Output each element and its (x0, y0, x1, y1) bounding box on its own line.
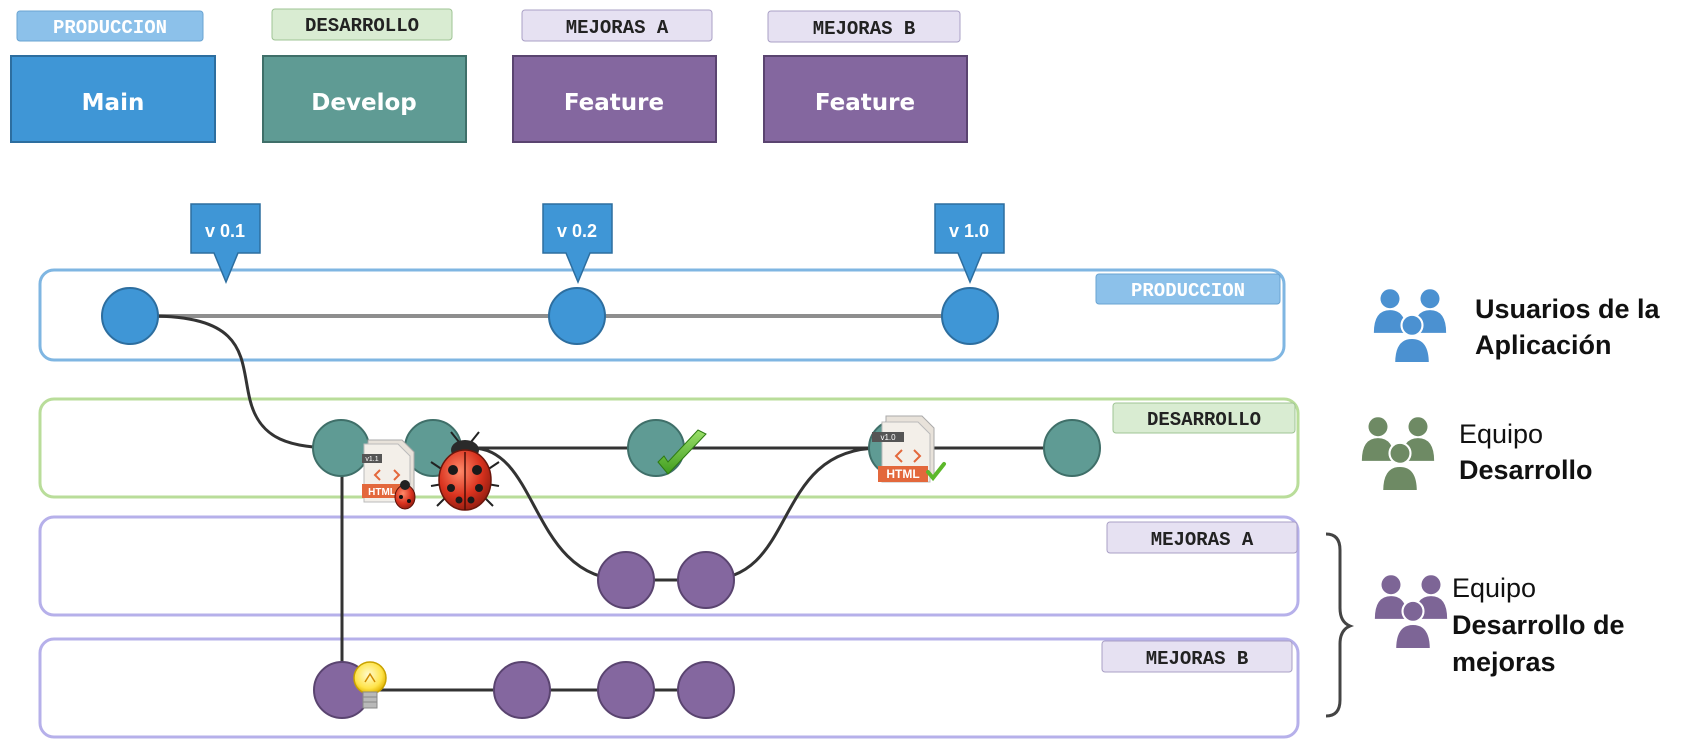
bug-icon (394, 480, 416, 510)
line-produccion-to-desarrollo (148, 314, 342, 450)
line-desarrollo-to-mejoras-a (470, 446, 628, 582)
lane-tag-desarrollo (1112, 402, 1296, 434)
legend-box-develop (262, 55, 467, 143)
lane-tag-mejoras-a (1106, 521, 1298, 554)
legend-tag-produccion-label: PRODUCCION (53, 17, 167, 39)
commit-desarrollo-3 (627, 419, 685, 477)
commit-mejoras-b-3 (597, 661, 655, 719)
html-file-icon: v1.0 HTML (872, 415, 946, 483)
version-label-v01: v 0.1 (205, 221, 245, 241)
legend-tag-mejoras-a-label: MEJORAS A (566, 17, 669, 39)
commit-produccion-3 (941, 287, 999, 345)
legend-tag-mejoras-a (521, 9, 713, 42)
file-type-label-2: HTML (886, 467, 919, 481)
lane-tag-produccion-label: PRODUCCION (1131, 280, 1245, 302)
version-flag-v02: v 0.2 (542, 203, 613, 284)
lane-tag-mejoras-b-label: MEJORAS B (1146, 648, 1249, 670)
people-icon (1374, 575, 1448, 651)
legend-produccion: PRODUCCION Main (10, 10, 216, 143)
commit-mejoras-b-2 (493, 661, 551, 719)
commit-produccion-1 (101, 287, 159, 345)
lane-desarrollo (38, 397, 1300, 499)
branch-lines (128, 314, 1074, 692)
file-badge-v11: v1.1 (365, 456, 378, 463)
version-label-v10: v 1.0 (949, 221, 989, 241)
version-flag-v01: v 0.1 (190, 203, 261, 284)
line-mejoras-a-to-desarrollo (704, 446, 882, 582)
version-flag-v10: v 1.0 (934, 203, 1005, 284)
lane-tag-mejoras-b (1101, 640, 1293, 673)
commit-desarrollo-5 (1043, 419, 1101, 477)
commit-mejoras-b-4 (677, 661, 735, 719)
legend-box-develop-label: Develop (311, 90, 416, 116)
bug-icon (430, 431, 500, 511)
commit-produccion-2 (548, 287, 606, 345)
version-label-v02: v 0.2 (557, 221, 597, 241)
file-type-label-1: HTML (368, 487, 396, 498)
lane-tag-mejoras-a-label: MEJORAS A (1151, 529, 1254, 551)
legend-tag-desarrollo-label: DESARROLLO (305, 15, 419, 37)
commit-mejoras-a-2 (677, 551, 735, 609)
legend-desarrollo: DESARROLLO Develop (262, 8, 467, 143)
legend-box-feature-b (763, 55, 968, 143)
team-usuarios-line1: Usuarios de la (1475, 294, 1661, 324)
team-mejoras-line1: Equipo (1452, 573, 1536, 603)
commit-desarrollo-1 (312, 419, 370, 477)
team-mejoras-line2: Desarrollo de (1452, 610, 1625, 640)
legend-box-main (10, 55, 216, 143)
file-badge-v10: v1.0 (880, 433, 896, 442)
legend-tag-produccion (16, 10, 204, 42)
commit-nodes (101, 287, 1101, 719)
lane-mejoras-a (38, 515, 1300, 617)
people-icon (1373, 289, 1447, 365)
checkmark-icon (657, 429, 707, 475)
legend-tag-mejoras-b-label: MEJORAS B (813, 18, 916, 40)
legend-mejoras-b: MEJORAS B Feature (763, 10, 968, 143)
lane-tag-produccion (1095, 273, 1281, 305)
brace-icon (1325, 532, 1355, 718)
legend-tag-mejoras-b (767, 10, 961, 43)
legend-box-feature-a (512, 55, 717, 143)
lightbulb-icon (353, 661, 387, 709)
legend-tag-desarrollo (271, 8, 453, 41)
commit-mejoras-a-1 (597, 551, 655, 609)
people-icon (1361, 417, 1435, 493)
lane-mejoras-b (38, 637, 1300, 739)
team-usuarios-line2: Aplicación (1475, 330, 1612, 360)
legend-box-feature-b-label: Feature (815, 90, 915, 116)
team-desarrollo-line1: Equipo (1459, 419, 1543, 449)
legend-box-main-label: Main (82, 90, 145, 116)
lane-tag-desarrollo-label: DESARROLLO (1147, 409, 1261, 431)
legend-box-feature-a-label: Feature (564, 90, 664, 116)
legend-mejoras-a: MEJORAS A Feature (512, 9, 717, 143)
lane-produccion (38, 268, 1286, 362)
team-mejoras-line3: mejoras (1452, 647, 1556, 677)
team-desarrollo-line2: Desarrollo (1459, 455, 1593, 485)
